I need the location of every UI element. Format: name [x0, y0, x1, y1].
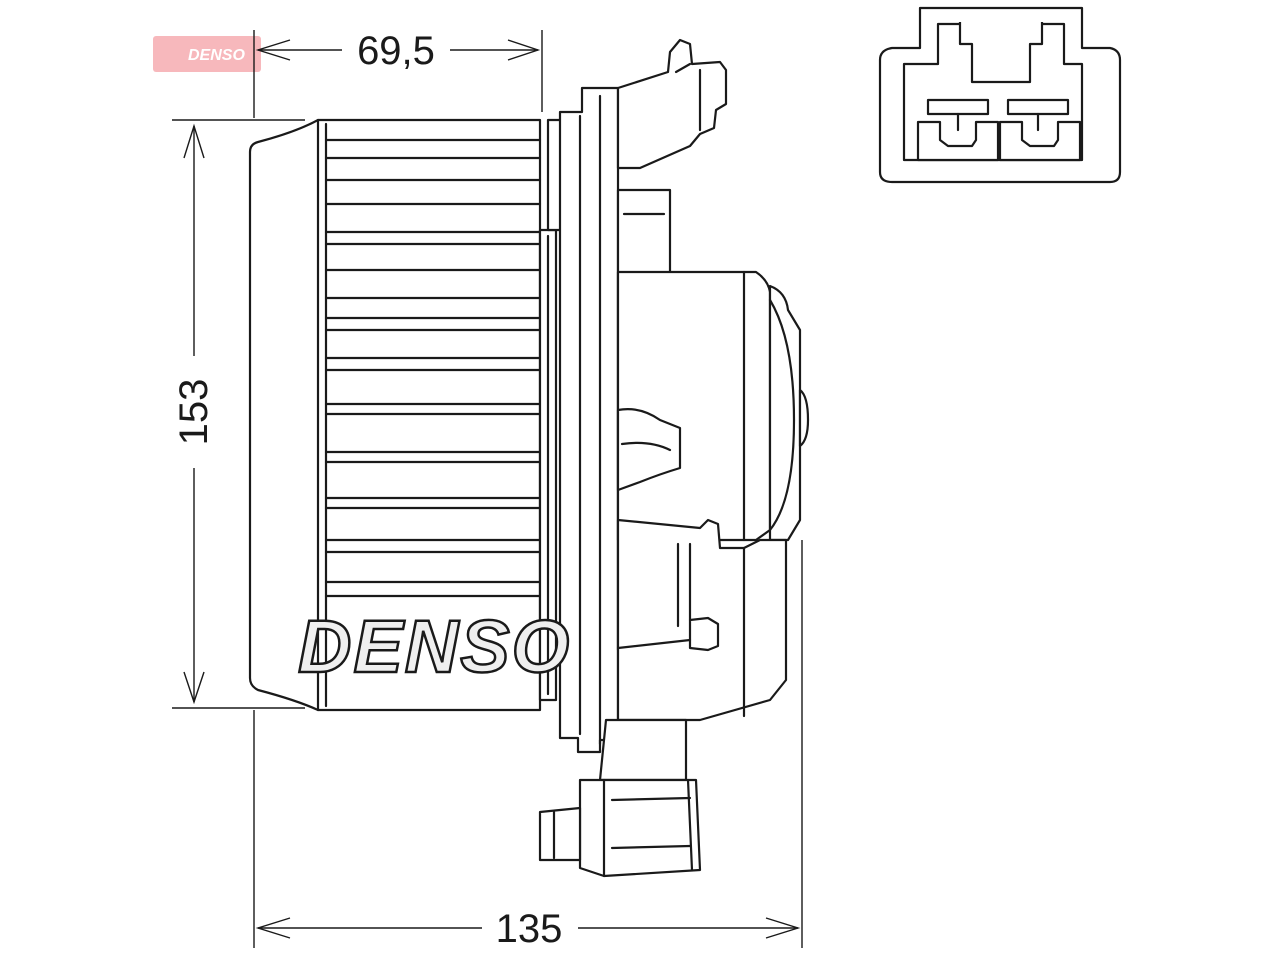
- fan-wheel: [248, 118, 542, 712]
- connector-pin-left: [916, 98, 1000, 162]
- mounting-flange: [558, 86, 620, 754]
- lower-housing: [616, 518, 788, 722]
- connector-detail: [878, 6, 1122, 184]
- dimension-height-label: 153: [172, 379, 216, 446]
- denso-watermark-logo: DENSO: [153, 36, 261, 72]
- dimension-depth-label: 69,5: [357, 29, 435, 73]
- dimension-width: 135: [253, 540, 803, 951]
- watermark-text: DENSO: [188, 47, 245, 64]
- dimension-depth: 69,5: [253, 29, 543, 118]
- upper-bracket: [616, 38, 728, 170]
- fan-blades: [324, 138, 542, 598]
- denso-drawing-logo: DENSO: [298, 605, 571, 688]
- dimension-height: 153: [172, 119, 305, 709]
- dimension-width-label: 135: [496, 907, 563, 951]
- motor-hub: [538, 118, 564, 702]
- electrical-connector: [538, 718, 702, 878]
- connector-pin-right: [998, 98, 1082, 162]
